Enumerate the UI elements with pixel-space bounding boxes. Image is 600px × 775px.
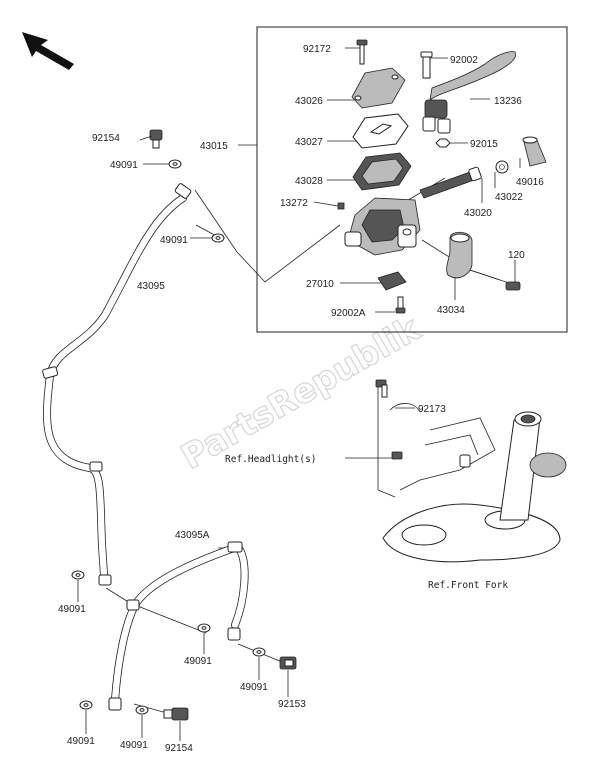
- label-120: 120: [508, 250, 525, 261]
- bolt-120: [505, 281, 521, 291]
- label-13236: 13236: [494, 96, 522, 107]
- pivot-bolt-92002: [420, 51, 433, 79]
- washer-mid: [211, 233, 225, 243]
- label-49091-bottom-2: 49091: [120, 740, 148, 751]
- fork-triple-clamp: [382, 503, 561, 563]
- bracket-27010: [377, 271, 407, 291]
- label-92002A: 92002A: [331, 308, 366, 319]
- cap-49016: [522, 136, 547, 167]
- brake-hose-43095A: [111, 544, 249, 704]
- label-27010: 27010: [306, 279, 334, 290]
- label-43020: 43020: [464, 208, 492, 219]
- label-49091-top: 49091: [110, 160, 138, 171]
- label-92173: 92173: [418, 404, 446, 415]
- label-49091-mid: 49091: [160, 235, 188, 246]
- label-49091-left: 49091: [58, 604, 86, 615]
- screw-92172: [356, 39, 368, 65]
- label-ref-headlight: Ref.Headlight(s): [225, 454, 317, 465]
- label-43095A: 43095A: [175, 530, 210, 541]
- plate-43027: [352, 113, 409, 149]
- front-direction-arrow-icon: [22, 32, 74, 70]
- diaphragm-43028: [352, 152, 412, 191]
- label-92153: 92153: [278, 699, 306, 710]
- label-43028: 43028: [295, 176, 323, 187]
- washer-top: [168, 159, 182, 169]
- label-92154-bottom: 92154: [165, 743, 193, 754]
- headlight-bracket: [389, 403, 496, 491]
- label-92172: 92172: [303, 44, 331, 55]
- label-92015: 92015: [470, 139, 498, 150]
- label-43022: 43022: [495, 192, 523, 203]
- label-43015: 43015: [200, 141, 228, 152]
- label-43034: 43034: [437, 305, 465, 316]
- label-43027: 43027: [295, 137, 323, 148]
- master-cylinder-group-box: [256, 26, 568, 333]
- lever-13236: [422, 51, 517, 134]
- reservoir-cap-43026: [351, 67, 406, 109]
- banjo-bolt-top: [149, 129, 163, 149]
- washer-left: [71, 570, 85, 580]
- push-rod-43020: [419, 166, 482, 199]
- label-92002: 92002: [450, 55, 478, 66]
- master-cylinder-body: [344, 197, 421, 256]
- watermark: PartsRepublik: [175, 308, 429, 477]
- washer-center: [197, 623, 211, 633]
- bolt-92173: [375, 379, 403, 460]
- label-49091-bottom-1: 49091: [67, 736, 95, 747]
- part-labels: 92172 92002 43026 13236 43027 92015 4301…: [58, 44, 544, 754]
- washer-bottom-1: [79, 700, 93, 710]
- banjo-bolt-bottom: [163, 707, 189, 721]
- clamp-43034: [446, 231, 473, 279]
- washer-right: [252, 647, 266, 657]
- circlip-43022: [495, 160, 509, 174]
- bolt-92002A: [395, 296, 406, 314]
- hose-fittings: [42, 183, 243, 711]
- washer-bottom-2: [135, 705, 149, 715]
- label-92154-top: 92154: [92, 133, 120, 144]
- brake-hose-43095: [43, 194, 187, 579]
- bottom-leader-lines: [77, 135, 289, 741]
- label-ref-front-fork: Ref.Front Fork: [428, 580, 508, 591]
- label-49016: 49016: [516, 177, 544, 188]
- banjo-bolt-right: [279, 656, 297, 670]
- label-43095: 43095: [137, 281, 165, 292]
- label-13272: 13272: [280, 198, 308, 209]
- nut-92015: [435, 138, 451, 148]
- screw-13272: [337, 202, 345, 210]
- label-49091-right: 49091: [240, 682, 268, 693]
- fork-steering-stem: [499, 411, 567, 521]
- label-43026: 43026: [295, 96, 323, 107]
- label-49091-center: 49091: [184, 656, 212, 667]
